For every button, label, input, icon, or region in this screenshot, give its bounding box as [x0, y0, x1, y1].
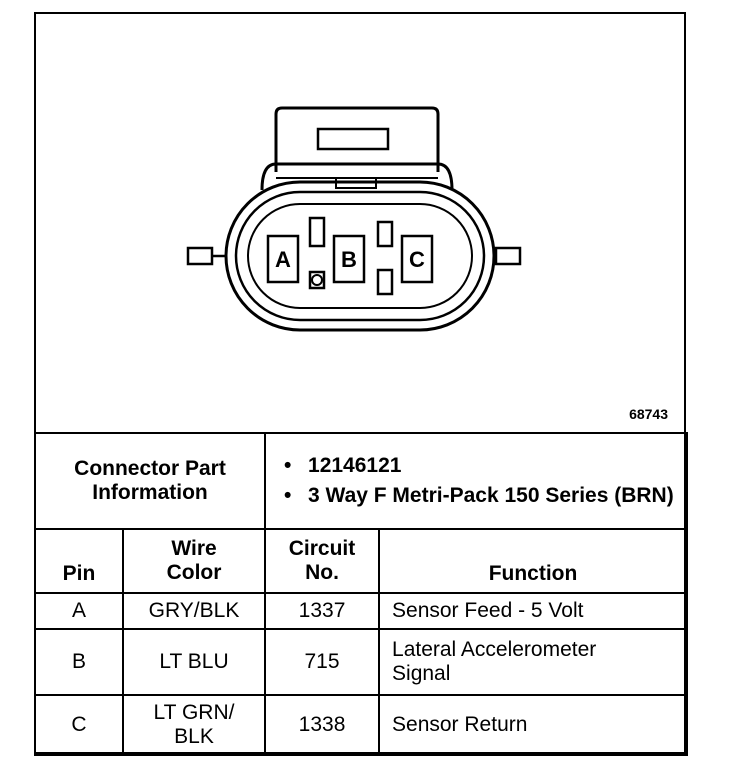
connector-face [247, 203, 473, 309]
table-header: Pin Wire Color Circuit No. Function [34, 528, 689, 594]
pin-c-label: C [409, 247, 425, 272]
pin-c-cavity [400, 234, 434, 284]
row-c-wire: LT GRN/ BLK [121, 694, 267, 756]
row-b-pin: B [34, 628, 124, 696]
pin-b-label: B [341, 247, 357, 272]
connector-shoulder [260, 162, 454, 191]
pin-a-cavity [266, 234, 300, 284]
connector-diagram: A B C [186, 106, 522, 332]
part-info-row: Connector Part Information 12146121 3 Wa… [33, 432, 689, 530]
table-row: C LT GRN/ BLK 1338 Sensor Return [34, 694, 689, 756]
pin-b-cavity [332, 234, 366, 284]
function-header: Function [378, 528, 689, 594]
part-info-values: 12146121 3 Way F Metri-Pack 150 Series (… [264, 432, 689, 530]
table-row: B LT BLU 715 Lateral Accelerometer Signa… [34, 628, 689, 696]
row-a-pin: A [34, 592, 124, 630]
row-c-function: Sensor Return [378, 694, 689, 756]
part-description: 3 Way F Metri-Pack 150 Series (BRN) [284, 483, 682, 509]
left-ear [186, 246, 214, 266]
connector-body-inner [234, 190, 486, 322]
connector-table: Connector Part Information 12146121 3 Wa… [33, 432, 689, 756]
wire-color-header: Wire Color [121, 528, 267, 594]
row-b-wire: LT BLU [121, 628, 267, 696]
row-b-circuit: 715 [264, 628, 381, 696]
part-info-label: Connector Part Information [33, 432, 267, 530]
circuit-header: Circuit No. [264, 528, 381, 594]
row-a-circuit: 1337 [264, 592, 381, 630]
row-c-pin: C [34, 694, 124, 756]
lock-tab [274, 106, 440, 172]
row-a-wire: GRY/BLK [121, 592, 267, 630]
table-row: A GRY/BLK 1337 Sensor Feed - 5 Volt [34, 592, 689, 630]
row-a-function: Sensor Feed - 5 Volt [378, 592, 689, 630]
right-ear [494, 246, 522, 266]
pin-a-label: A [275, 247, 291, 272]
connector-sheet: A B C 68743 Connector Part Information 1… [33, 12, 689, 756]
figure-id: 68743 [629, 406, 668, 422]
row-c-circuit: 1338 [264, 694, 381, 756]
pin-header: Pin [34, 528, 124, 594]
part-number: 12146121 [284, 453, 682, 479]
row-b-function: Lateral Accelerometer Signal [378, 628, 689, 696]
lock-slot [316, 127, 390, 151]
